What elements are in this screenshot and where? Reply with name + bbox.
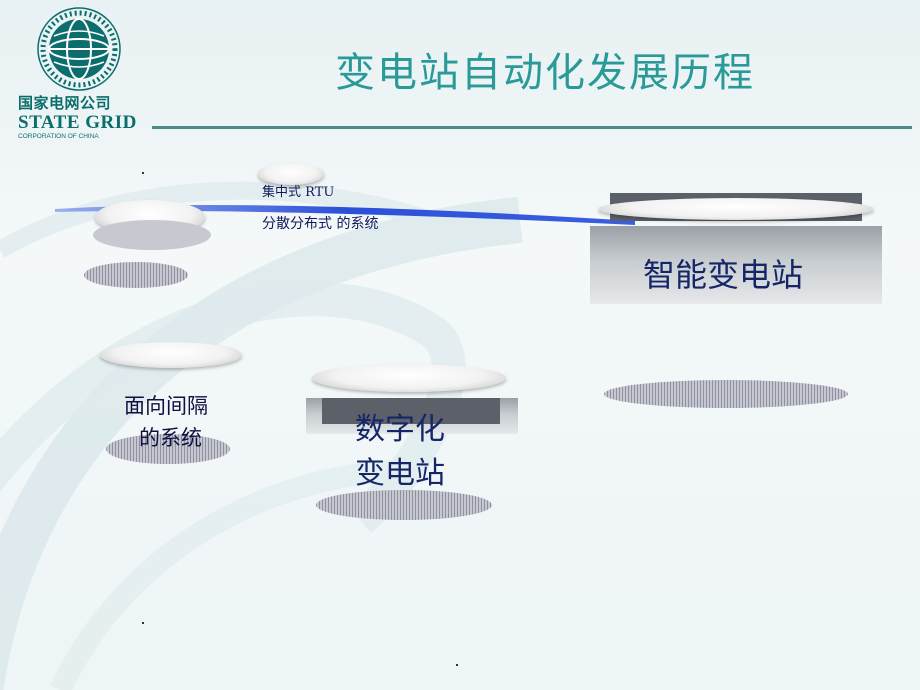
logo-name-en: STATE GRID xyxy=(18,112,137,133)
stage2-label-line2: 的系统 xyxy=(139,426,202,450)
decor-dot xyxy=(142,622,144,624)
stage3-disc-hatched xyxy=(316,490,492,520)
stage2-disc-top xyxy=(100,342,242,368)
page-title: 变电站自动化发展历程 xyxy=(335,50,755,96)
stage3-label-line2: 变电站 xyxy=(355,456,445,491)
stage4-disc-hatched xyxy=(604,380,848,408)
stage4-platform xyxy=(590,226,882,304)
stage2-disc-hatched xyxy=(106,434,230,464)
decor-dot xyxy=(142,172,144,174)
logo-subtitle: CORPORATION OF CHINA xyxy=(18,133,99,140)
state-grid-logo: 国家电网公司 STATE GRID CORPORATION OF CHINA xyxy=(14,6,142,146)
stage3-label-line1: 数字化 xyxy=(355,412,445,447)
stage1-disc-hatched xyxy=(84,262,188,288)
globe-logo-icon xyxy=(37,7,121,91)
stage1-label-distributed: 分散分布式 的系统 xyxy=(262,216,379,232)
stage1-disc-top xyxy=(258,163,324,185)
stage4-label: 智能变电站 xyxy=(643,256,804,294)
stage1-disc-shadow xyxy=(93,220,211,250)
stage3-platform-top xyxy=(322,398,500,424)
stage2-label-line1: 面向间隔 xyxy=(124,394,208,418)
decor-dot xyxy=(456,664,458,666)
stage4-disc-top xyxy=(598,198,874,220)
title-divider xyxy=(152,126,912,129)
logo-name-cn: 国家电网公司 xyxy=(18,94,112,112)
stage3-disc-top xyxy=(312,364,506,392)
stage1-label-rtu: 集中式 RTU xyxy=(262,185,335,200)
